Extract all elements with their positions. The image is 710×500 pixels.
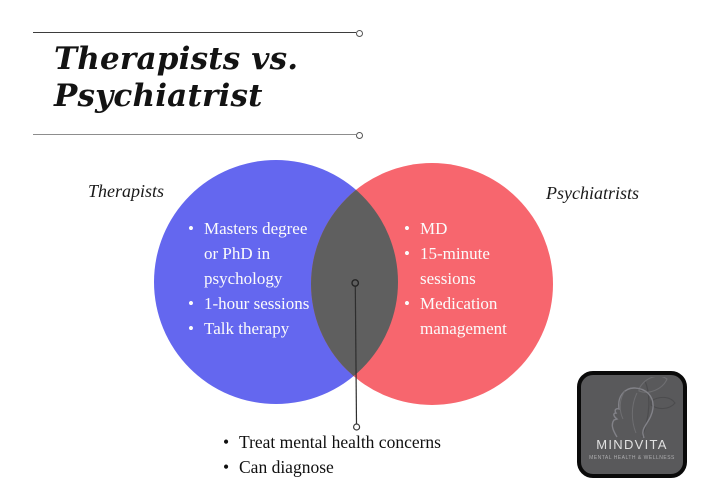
rule-endpoint-dot: [356, 29, 363, 37]
rule-endpoint-dot: [356, 131, 363, 139]
callout-start-dot: [351, 279, 360, 287]
title-line-2: Psychiatrist: [54, 78, 263, 114]
title-rule-bottom: [33, 131, 363, 139]
list-item: Medication management: [403, 291, 522, 341]
list-item: Talk therapy: [187, 316, 317, 341]
list-item: Can diagnose: [222, 455, 522, 480]
overlap-callout-line: [351, 279, 361, 431]
list-item: 15-minute sessions: [403, 241, 522, 291]
therapists-label: Therapists: [88, 181, 165, 201]
overlap-region: [311, 163, 398, 404]
overlap-list: Treat mental health concernsCan diagnose: [222, 430, 522, 480]
list-item: 1-hour sessions: [187, 291, 317, 316]
logo-tagline: MENTAL HEALTH & WELLNESS: [589, 455, 675, 461]
therapists-list: Masters degree or PhD in psychology1-hou…: [187, 216, 317, 341]
mindvita-logo: MINDVITA MENTAL HEALTH & WELLNESS: [577, 371, 687, 478]
list-item: Masters degree or PhD in psychology: [187, 216, 317, 291]
title-line-1: Therapists vs.: [54, 41, 299, 77]
title-rule-top: [33, 29, 363, 37]
list-item: MD: [403, 216, 522, 241]
list-item: Treat mental health concerns: [222, 430, 522, 455]
page-title: Therapists vs. Psychiatrist: [54, 41, 298, 115]
psychiatrists-label: Psychiatrists: [546, 183, 639, 203]
head-profile-illustration: [611, 377, 676, 439]
logo-name: MINDVITA: [596, 437, 668, 452]
psychiatrists-list: MD15-minute sessionsMedication managemen…: [403, 216, 522, 341]
